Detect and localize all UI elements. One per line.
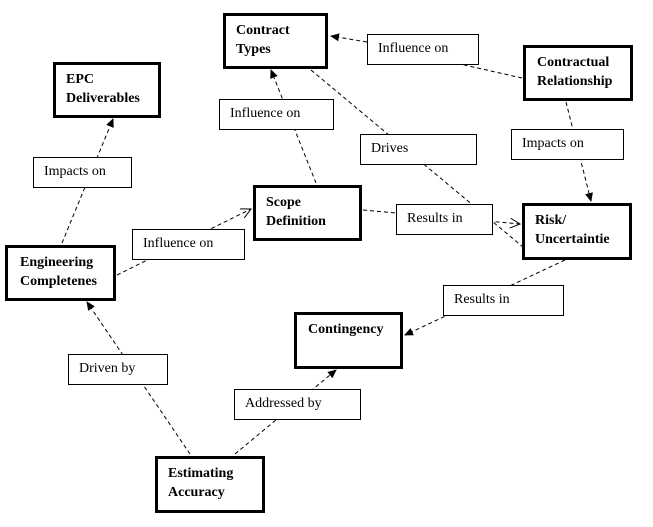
- node-engineering-completenes: Engineering Completenes: [5, 245, 116, 301]
- node-contingency-line1: Contingency: [308, 322, 384, 337]
- node-scope-line2: Definition: [266, 214, 326, 229]
- node-estimating-line2: Accuracy: [168, 485, 225, 500]
- node-scope-definition: Scope Definition: [253, 185, 362, 241]
- node-epc-line1: EPC: [66, 72, 94, 87]
- edge-label-results-in-risk-contingency: Results in: [443, 285, 564, 316]
- node-contract-types-line1: Contract: [236, 23, 290, 38]
- edge-label-influence-on-contractual-contract: Influence on: [367, 34, 479, 65]
- node-scope-line1: Scope: [266, 195, 301, 210]
- node-contract-types-line2: Types: [236, 42, 271, 57]
- node-engineering-line1: Engineering: [20, 255, 94, 270]
- edge-engineering-scope: [116, 209, 251, 276]
- node-risk-line1: Risk/: [535, 213, 567, 228]
- edge-engineering-epc: [61, 118, 114, 244]
- edge-label-drives: Drives: [360, 134, 477, 165]
- node-risk-uncertaintie: Risk/ Uncertaintie: [522, 203, 632, 260]
- node-contingency: Contingency: [294, 312, 403, 369]
- edge-label-influence-on-scope-contract: Influence on: [219, 99, 334, 130]
- node-estimating-line1: Estimating: [168, 466, 234, 481]
- edge-contractual-contract-types: [331, 36, 523, 79]
- node-contractual-line1: Contractual: [537, 55, 610, 70]
- edge-label-addressed-by: Addressed by: [234, 389, 361, 420]
- node-risk-line2: Uncertaintie: [535, 232, 610, 247]
- edge-label-influence-on-engineering-scope: Influence on: [132, 229, 245, 260]
- node-engineering-line2: Completenes: [20, 274, 97, 289]
- node-epc-line2: Deliverables: [66, 91, 140, 106]
- edge-label-results-in-scope-risk: Results in: [396, 204, 493, 235]
- node-contractual-relationship: Contractual Relationship: [523, 45, 633, 101]
- node-epc-deliverables: EPC Deliverables: [53, 62, 161, 118]
- edge-label-impacts-on-epc: Impacts on: [33, 157, 132, 188]
- node-estimating-accuracy: Estimating Accuracy: [155, 456, 265, 513]
- edge-scope-contract-types: [270, 69, 317, 184]
- edge-label-driven-by: Driven by: [68, 354, 168, 385]
- node-contract-types: Contract Types: [223, 13, 328, 69]
- node-contractual-line2: Relationship: [537, 74, 613, 89]
- edge-label-impacts-on-risk: Impacts on: [511, 129, 624, 160]
- edge-risk-contingency: [404, 259, 566, 336]
